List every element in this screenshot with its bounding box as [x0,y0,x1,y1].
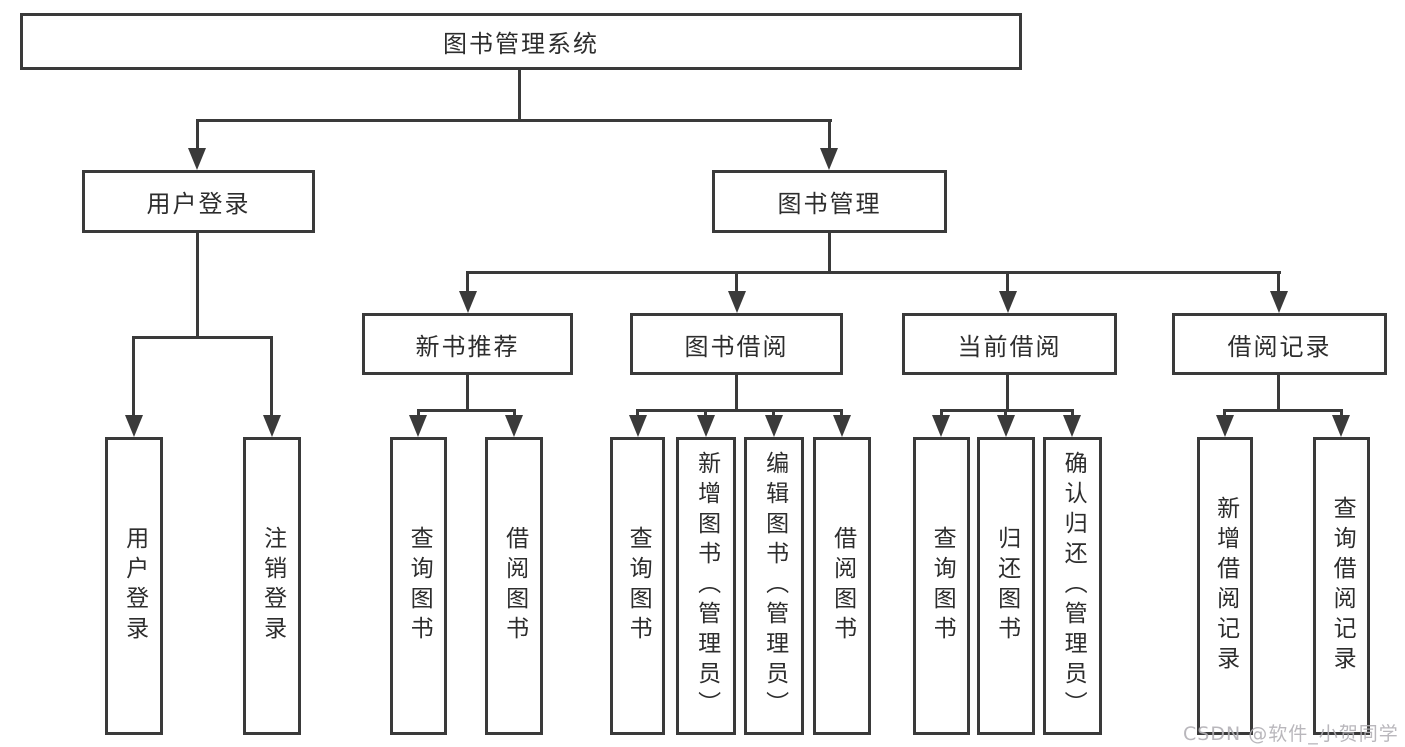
leaf-edit-books-admin: 编辑图书（管理员） [744,437,804,735]
connector-line [417,409,420,419]
connector-arrowhead [728,291,746,313]
node-root-label: 图书管理系统 [443,30,599,58]
connector-line [735,375,738,411]
node-new-book-recommend: 新书推荐 [362,313,573,375]
leaf-query-books-recommend-label: 查询图书 [406,526,433,646]
connector-arrowhead [999,291,1017,313]
connector-line [196,233,199,337]
connector-arrowhead [505,415,523,437]
connector-line [132,336,135,418]
node-book-borrowing: 图书借阅 [630,313,843,375]
node-current-borrowing: 当前借阅 [902,313,1117,375]
node-borrow-records-label: 借阅记录 [1227,332,1332,361]
node-root: 图书管理系统 [20,13,1022,70]
leaf-borrow-books-borrowing: 借阅图书 [813,437,871,735]
connector-arrowhead [833,415,851,437]
connector-line [1223,409,1343,412]
leaf-user-login: 用户登录 [105,437,163,735]
leaf-confirm-return-admin: 确认归还（管理员） [1043,437,1102,735]
connector-line [828,119,831,152]
leaf-add-borrow-record: 新增借阅记录 [1197,437,1253,735]
connector-line [840,409,843,419]
leaf-query-borrow-record-label: 查询借阅记录 [1329,496,1356,676]
node-book-borrowing-label: 图书借阅 [684,332,789,361]
connector-arrowhead [188,148,206,170]
leaf-borrow-books-recommend-label: 借阅图书 [501,526,528,646]
leaf-add-borrow-record-label: 新增借阅记录 [1212,496,1239,676]
leaf-query-books-current-label: 查询图书 [929,526,956,646]
connector-arrowhead [1270,291,1288,313]
leaf-query-books-borrowing-label: 查询图书 [625,526,652,646]
connector-line [466,271,1281,274]
node-new-book-recommend-label: 新书推荐 [415,332,520,361]
node-borrow-records: 借阅记录 [1172,313,1387,375]
leaf-borrow-books-recommend: 借阅图书 [485,437,543,735]
connector-arrowhead [263,415,281,437]
connector-line [636,409,639,419]
connector-line [1340,409,1343,419]
node-user-login: 用户登录 [82,170,315,233]
connector-arrowhead [820,148,838,170]
leaf-edit-books-admin-label: 编辑图书（管理员） [761,451,788,721]
node-book-management: 图书管理 [712,170,947,233]
connector-arrowhead [459,291,477,313]
connector-line [940,409,1074,412]
connector-arrowhead [997,415,1015,437]
connector-arrowhead [409,415,427,437]
csdn-watermark: CSDN @软件_小贺同学 [1183,723,1399,745]
leaf-query-borrow-record: 查询借阅记录 [1313,437,1370,735]
connector-line [1277,375,1280,411]
connector-line [270,336,273,418]
connector-line [196,119,832,122]
connector-line [417,409,516,412]
connector-line [513,409,516,419]
node-user-login-label: 用户登录 [146,190,251,218]
connector-line [1223,409,1226,419]
connector-arrowhead [1063,415,1081,437]
node-book-management-label: 图书管理 [777,190,882,218]
connector-line [1277,271,1280,293]
connector-line [1071,409,1074,419]
leaf-query-books-borrowing: 查询图书 [610,437,665,735]
connector-arrowhead [697,415,715,437]
connector-line [828,233,831,273]
leaf-user-login-label: 用户登录 [121,526,148,646]
leaf-borrow-books-borrowing-label: 借阅图书 [829,526,856,646]
connector-arrowhead [125,415,143,437]
connector-line [196,119,199,152]
connector-line [636,409,843,412]
connector-line [704,409,707,419]
leaf-return-books-label: 归还图书 [993,526,1020,646]
leaf-logout-login: 注销登录 [243,437,301,735]
connector-arrowhead [1216,415,1234,437]
connector-line [132,336,273,339]
connector-arrowhead [629,415,647,437]
leaf-add-books-admin-label: 新增图书（管理员） [693,451,720,721]
leaf-query-books-recommend: 查询图书 [390,437,447,735]
connector-arrowhead [765,415,783,437]
leaf-logout-login-label: 注销登录 [259,526,286,646]
connector-line [1006,375,1009,411]
leaf-return-books: 归还图书 [977,437,1035,735]
connector-line [940,409,943,419]
connector-line [466,375,469,411]
connector-line [772,409,775,419]
connector-line [735,271,738,293]
leaf-confirm-return-admin-label: 确认归还（管理员） [1060,451,1087,721]
leaf-add-books-admin: 新增图书（管理员） [676,437,736,735]
connector-line [1004,409,1007,419]
node-current-borrowing-label: 当前借阅 [957,332,1062,361]
leaf-query-books-current: 查询图书 [913,437,970,735]
connector-arrowhead [932,415,950,437]
connector-line [518,70,521,120]
connector-line [1006,271,1009,293]
connector-arrowhead [1332,415,1350,437]
connector-line [466,271,469,293]
